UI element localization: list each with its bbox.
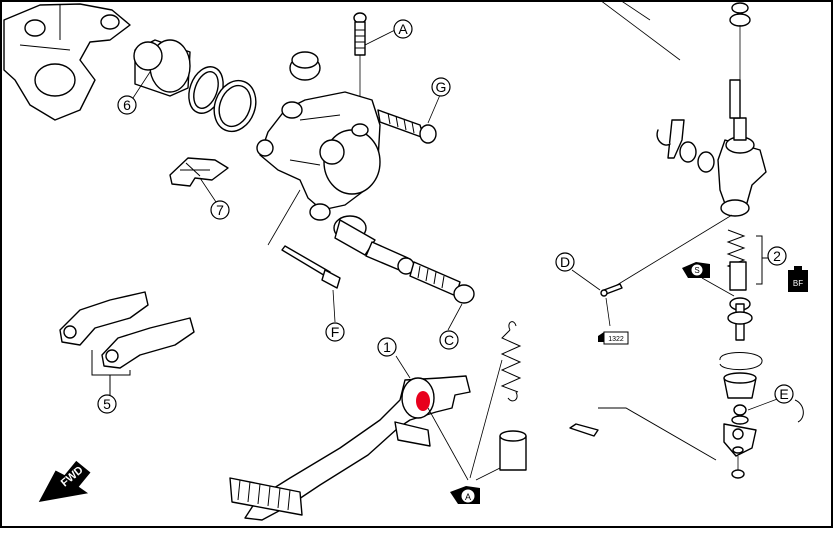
- pin-c-assembly: [333, 215, 475, 331]
- boot-caps: [289, 12, 367, 81]
- callout-f-label: F: [331, 324, 340, 340]
- callout-5-label: 5: [103, 396, 111, 412]
- grease-s-symbol: S: [682, 262, 735, 297]
- callout-e: E: [774, 384, 794, 404]
- bf-label: BF: [793, 279, 803, 288]
- callout-g: G: [431, 77, 451, 97]
- callout-6-label: 6: [123, 97, 131, 113]
- grease-a-symbol: A: [450, 486, 480, 504]
- callout-f: F: [325, 322, 345, 342]
- callout-7-label: 7: [216, 202, 224, 218]
- brake-fluid-symbol: BF: [788, 266, 808, 292]
- caliper-piston: [133, 39, 191, 97]
- pivot-highlight: [416, 391, 430, 411]
- caliper-bracket: [3, 3, 131, 121]
- brake-pedal: [229, 355, 471, 521]
- callout-1: 1: [377, 337, 397, 357]
- pad-spring: [169, 157, 229, 187]
- callout-a-label: A: [398, 21, 408, 37]
- bolt-g: [377, 94, 441, 144]
- callout-c: C: [439, 330, 459, 350]
- callout-2-label: 2: [773, 248, 781, 264]
- fwd-arrow: FWD: [38, 460, 91, 502]
- callout-5: 5: [97, 394, 117, 414]
- bleeder-valve: [354, 21, 396, 135]
- callout-d: D: [555, 252, 575, 272]
- piston-seals: [188, 66, 257, 133]
- callout-e-label: E: [779, 386, 788, 402]
- screw-d: [571, 269, 623, 327]
- callout-7: 7: [199, 177, 230, 220]
- caliper-body: [256, 91, 381, 221]
- master-cylinder: [599, 0, 767, 289]
- mc-piston-stack: [719, 229, 781, 425]
- return-spring: [469, 321, 522, 479]
- callout-2: 2: [767, 246, 787, 266]
- pushrod-clevis: [569, 399, 804, 479]
- callout-1-label: 1: [383, 339, 391, 355]
- callout-d-label: D: [560, 254, 570, 270]
- thread-lock-symbol: 1322: [598, 331, 629, 345]
- pedal-bush: [475, 430, 527, 481]
- grease-s-letter: S: [694, 266, 699, 275]
- callout-g-label: G: [436, 79, 447, 95]
- callout-c-label: C: [444, 332, 454, 348]
- thread-lock-code: 1322: [608, 336, 624, 343]
- brake-pads: [59, 291, 195, 395]
- callout-6: 6: [117, 71, 151, 115]
- callout-a: A: [393, 19, 413, 39]
- grease-a-letter: A: [465, 492, 471, 502]
- pin-f: [267, 189, 341, 323]
